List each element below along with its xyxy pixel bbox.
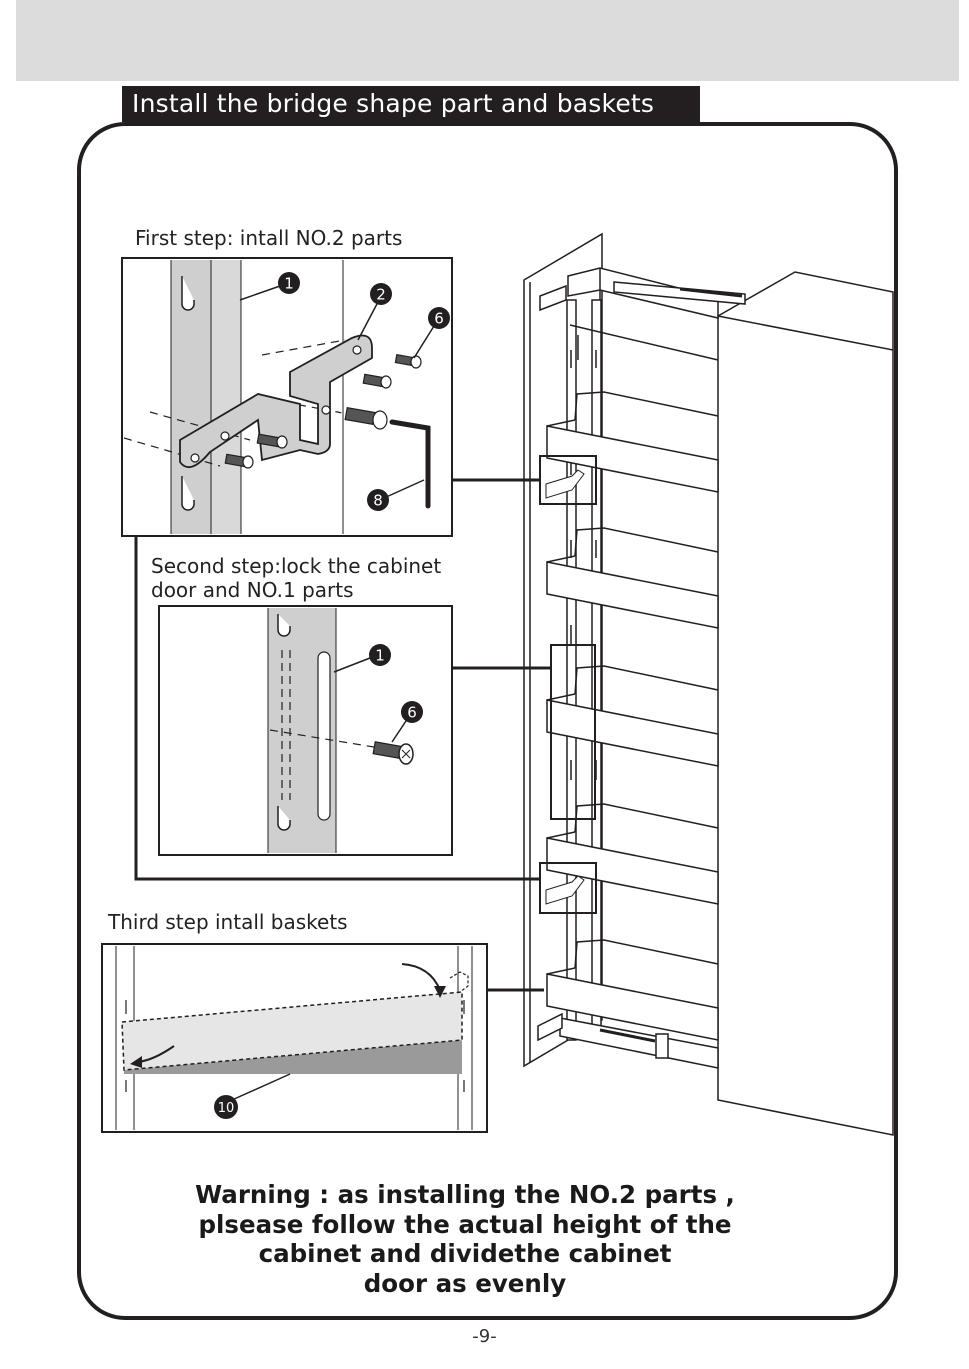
warning-line-2: plsease follow the actual height of the [198,1209,732,1239]
step3-label: Third step intall baskets [108,910,348,934]
basket-2 [546,527,719,629]
callout-step2-part1: 1 [369,644,391,666]
step2-label-line1: Second step:lock the cabinet [151,554,442,578]
svg-text:6: 6 [407,704,417,722]
callout-step1-part6: 6 [428,307,450,329]
callouts: 1 2 6 8 1 6 10 [214,272,450,1119]
svg-text:2: 2 [376,286,386,304]
step2-label-line2: door and NO.1 parts [151,578,354,602]
svg-text:8: 8 [373,492,383,510]
callout-step1-part8: 8 [367,489,389,511]
step3-detail [101,943,488,1133]
cabinet-assembly [523,232,894,1136]
warning-line-1: Warning : as installing the NO.2 parts , [195,1180,735,1209]
page-number: -9- [472,1326,497,1347]
leader-lines [134,478,551,992]
warning-text: Warning : as installing the NO.2 parts ,… [150,1180,780,1298]
section-title: Install the bridge shape part and basket… [122,86,700,122]
callout-step1-part1: 1 [278,272,300,294]
warning-line-3: cabinet and dividethe cabinet [258,1239,672,1268]
basket-5 [546,939,719,1041]
basket-3 [546,665,719,767]
top-band [16,0,959,81]
step2-detail [158,605,453,856]
svg-text:1: 1 [375,647,385,665]
basket-1 [546,391,719,493]
content-frame [77,122,898,1320]
svg-text:10: 10 [218,1101,235,1116]
svg-text:1: 1 [284,275,294,293]
callout-step3-part10: 10 [214,1095,238,1119]
warning-line-4: door as evenly [363,1268,567,1298]
callout-step1-part2: 2 [370,283,392,305]
svg-text:6: 6 [434,310,444,328]
step1-detail [121,257,453,537]
step1-label: First step: intall NO.2 parts [135,226,403,250]
callout-step2-part6: 6 [401,701,423,723]
